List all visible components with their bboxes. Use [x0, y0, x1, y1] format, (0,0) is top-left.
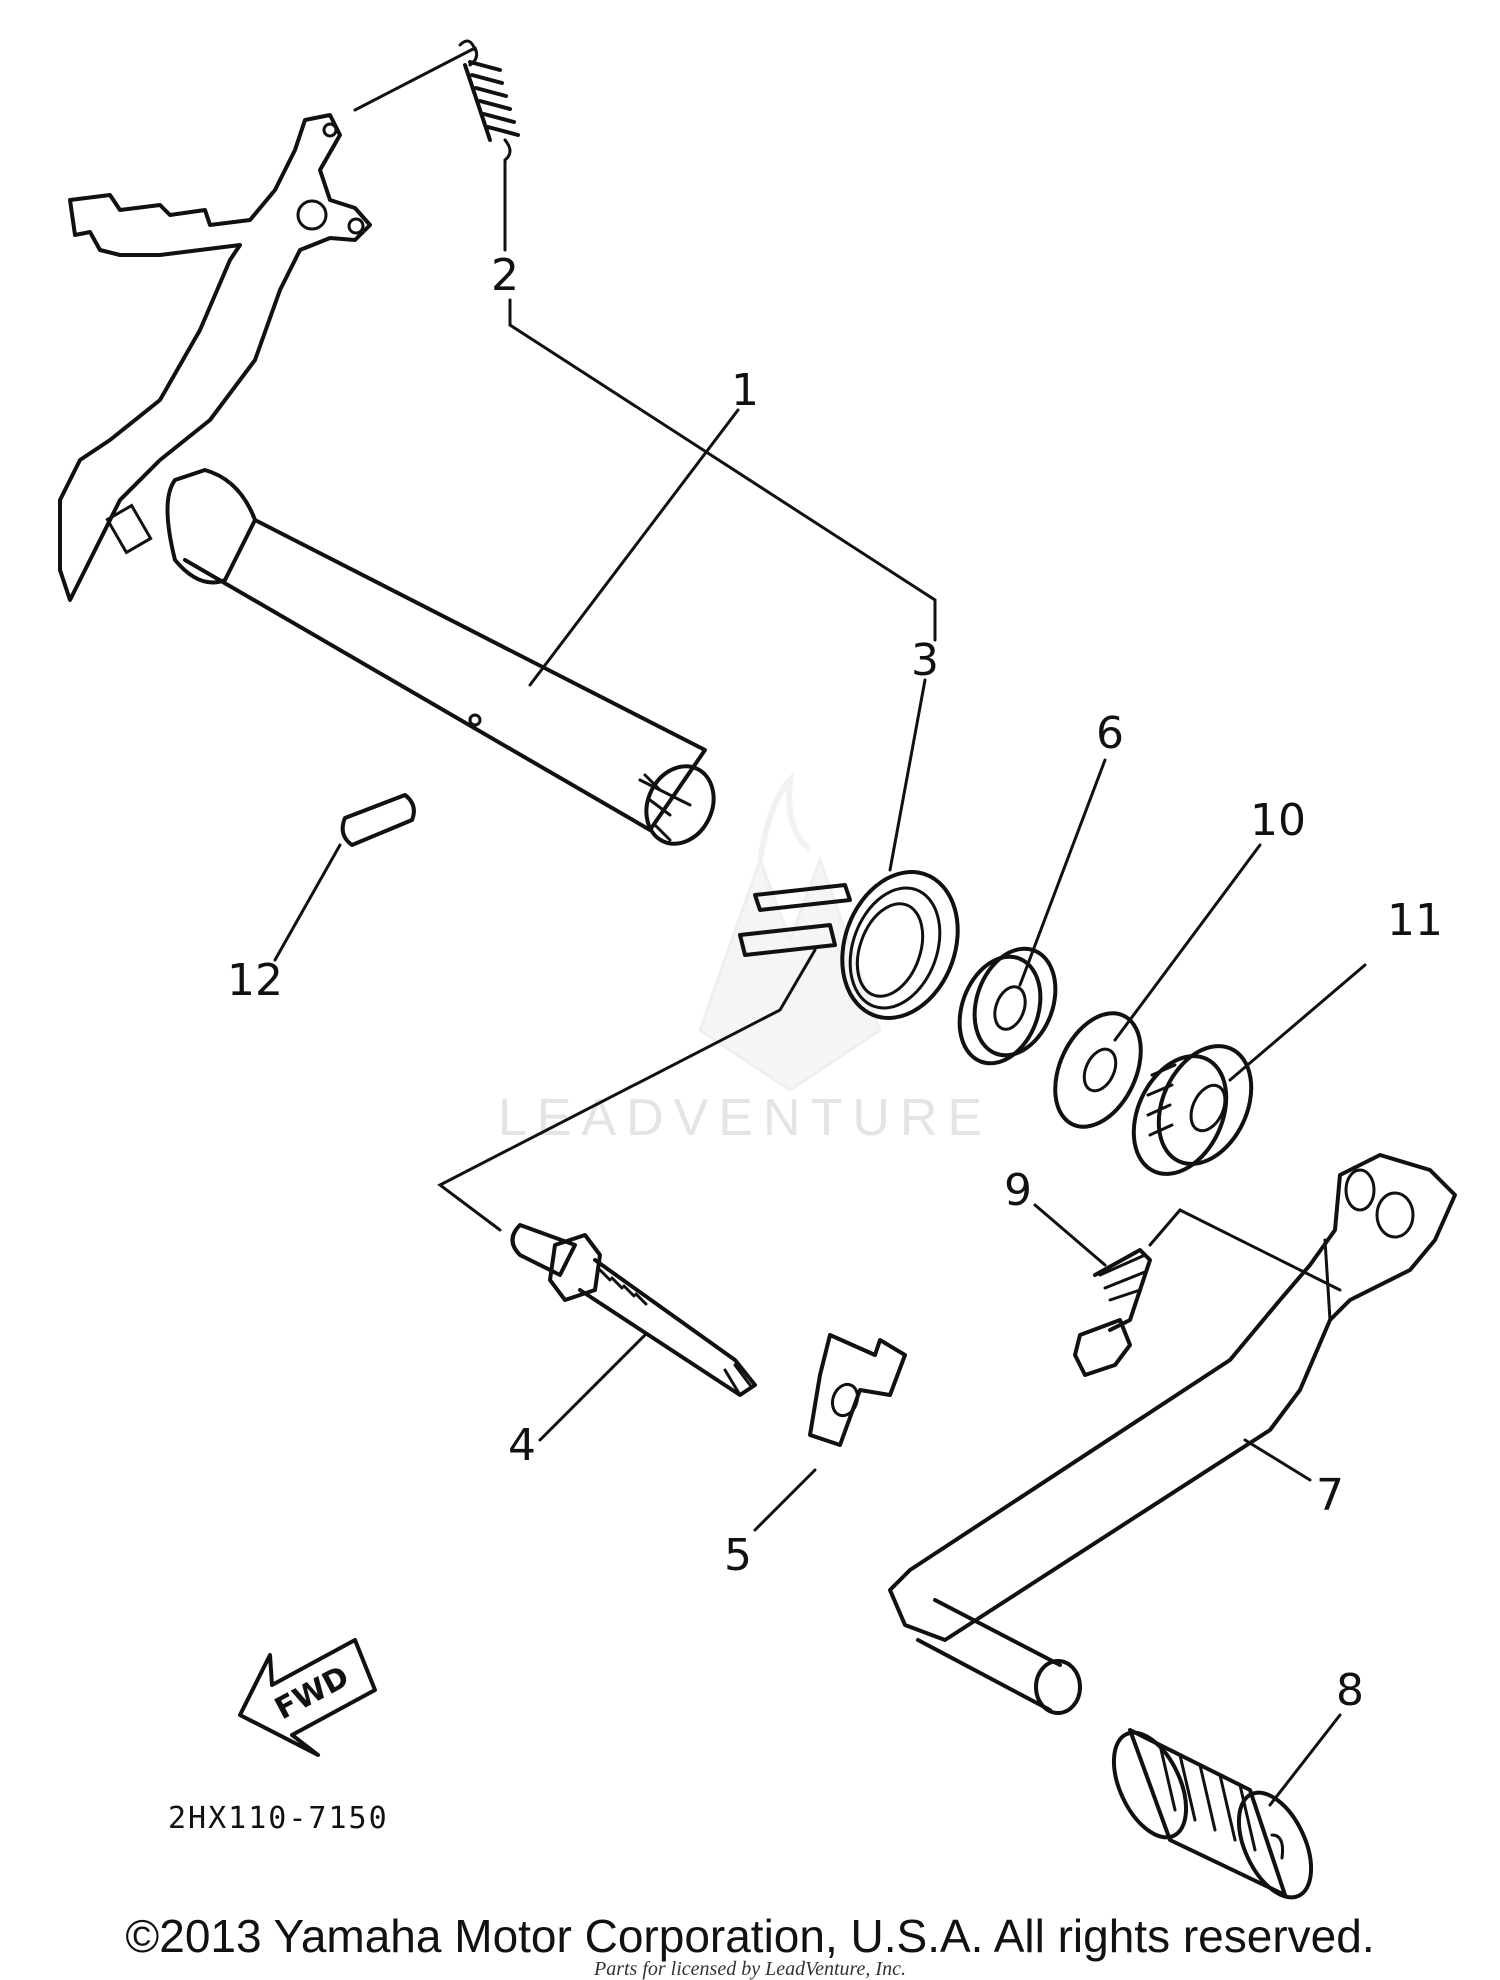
label-part-10: 10: [1250, 795, 1306, 846]
part-12-pin[interactable]: [340, 793, 416, 847]
fwd-label: FWD: [269, 1659, 355, 1727]
leader-1: [528, 408, 740, 687]
leader-7: [1243, 1438, 1312, 1482]
fwd-arrow-icon: FWD: [238, 1638, 377, 1757]
copyright-text: ©2013 Yamaha Motor Corporation, U.S.A. A…: [125, 1910, 1374, 1962]
label-part-6: 6: [1096, 708, 1124, 759]
part-1-shift-shaft[interactable]: [58, 113, 726, 855]
leader-9: [1033, 1203, 1107, 1267]
part-6-oil-seal[interactable]: [945, 937, 1069, 1074]
leader-2-spring: [353, 46, 477, 112]
leader-3-4-bracket: [437, 948, 817, 1232]
label-part-3: 3: [911, 635, 939, 686]
leader-5: [753, 1468, 817, 1532]
leader-9-7-bracket: [1148, 1208, 1342, 1292]
leader-2-3-bracket: [508, 298, 937, 642]
part-8-pedal-rubber[interactable]: [1099, 1722, 1326, 1909]
part-9-bolt[interactable]: [1073, 1248, 1152, 1377]
leader-12: [273, 843, 342, 962]
label-part-11: 11: [1387, 895, 1443, 946]
part-5-lock-washer[interactable]: [808, 1333, 907, 1447]
leader-6: [1018, 758, 1107, 987]
label-part-4: 4: [508, 1420, 536, 1471]
label-part-9: 9: [1004, 1165, 1032, 1216]
part-2-spring[interactable]: [458, 39, 520, 162]
leader-8: [1268, 1713, 1342, 1807]
part-3-torsion-spring[interactable]: [738, 856, 977, 1035]
leader-4: [538, 1333, 647, 1442]
diagram-code: 2HX110-7150: [168, 1801, 389, 1836]
watermark-text: LEADVENTURE: [498, 1089, 992, 1147]
leader-11: [1228, 963, 1367, 1082]
label-part-12: 12: [227, 955, 283, 1006]
label-part-7: 7: [1316, 1470, 1344, 1521]
leader-lines: [273, 46, 1367, 1807]
watermark-logo: [698, 771, 882, 1092]
part-7-shift-pedal[interactable]: [888, 1153, 1457, 1715]
part-4-stud-bolt[interactable]: [510, 1223, 757, 1397]
label-part-1: 1: [731, 365, 759, 416]
label-part-2: 2: [491, 250, 519, 301]
leader-3: [888, 678, 927, 872]
part-11-grommet[interactable]: [1116, 1031, 1270, 1189]
label-part-8: 8: [1336, 1665, 1364, 1716]
leader-10: [1113, 843, 1262, 1042]
licensed-note: Parts for licensed by LeadVenture, Inc.: [593, 1958, 906, 1980]
part-labels: 1 2 3 4 5 6 7 8 9 10 11 12: [227, 250, 1443, 1716]
part-10-washer[interactable]: [1038, 1000, 1158, 1141]
label-part-5: 5: [724, 1530, 752, 1581]
